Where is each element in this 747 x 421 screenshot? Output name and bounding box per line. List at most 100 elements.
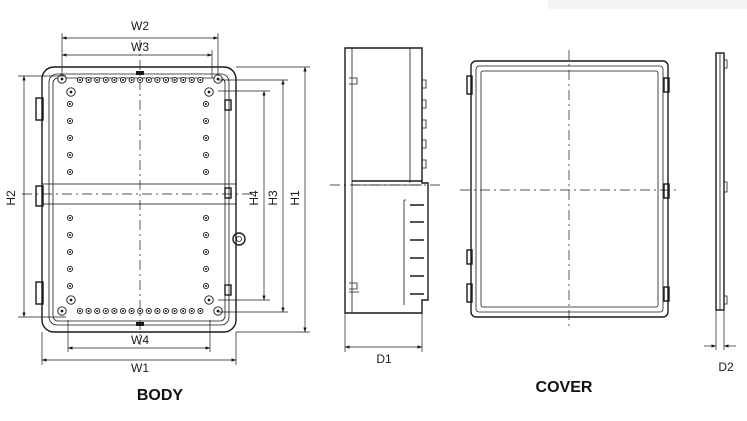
top-row-hole-center — [190, 79, 193, 81]
body-flange-outline — [52, 77, 226, 322]
top-row-hole-center — [165, 79, 167, 81]
body-right-hinge-top — [224, 99, 232, 111]
dim-label-d2: D2 — [718, 360, 734, 374]
right-col-hole-center — [205, 154, 207, 156]
body-view: W2 W3 W4 W1 H2 H4 H3 H1 BODY — [4, 19, 310, 404]
side-view: D1 — [330, 47, 440, 366]
body-left-latch-mid — [35, 185, 44, 207]
bottom-row-hole-center — [79, 310, 81, 312]
dim-label-w3: W3 — [131, 40, 149, 54]
top-row-hole-center — [130, 79, 133, 81]
cover-right-tab-bottom — [663, 286, 670, 302]
body-inner-outline — [48, 73, 230, 326]
cover-side-view: D2 — [704, 52, 736, 374]
side-view-upper-notches — [422, 79, 427, 169]
dim-label-h4: H4 — [247, 190, 261, 206]
corner-screw-hole-center — [69, 90, 73, 94]
cover-side-tabs — [724, 59, 728, 305]
left-col-hole-center — [69, 171, 71, 173]
right-col-hole-center — [205, 251, 207, 253]
top-row-hole-center — [79, 79, 81, 81]
top-row-hole-center — [113, 79, 116, 81]
top-row-hole-center — [173, 79, 176, 81]
top-row-hole-center — [156, 79, 159, 81]
side-view-clip-teeth — [410, 204, 424, 295]
dim-label-h3: H3 — [266, 190, 280, 206]
body-bottom-center-tab — [136, 322, 144, 326]
corner-screw-hole-center — [207, 90, 211, 94]
bottom-row-hole-center — [113, 310, 116, 312]
top-row-hole-center — [147, 79, 150, 81]
body-right-hinge-bottom — [224, 284, 232, 296]
cover-view: COVER — [460, 50, 680, 396]
right-col-hole-center — [205, 234, 207, 236]
bottom-row-hole-center — [122, 310, 124, 312]
right-col-hole-center — [205, 103, 207, 105]
bottom-row-hole-center — [130, 310, 133, 312]
cover-left-hinge-top — [466, 75, 473, 95]
body-view-title: BODY — [137, 387, 184, 404]
cover-left-hinge-mid — [466, 249, 473, 265]
right-col-hole-center — [205, 120, 207, 122]
top-row-hole-center — [182, 79, 185, 81]
bottom-row-hole-center — [96, 310, 99, 312]
bottom-row-hole-center — [87, 310, 90, 312]
bottom-row-hole-center — [190, 310, 193, 312]
cover-right-tab-mid — [663, 183, 670, 199]
right-col-hole-center — [205, 268, 207, 270]
bottom-row-hole-center — [139, 310, 142, 312]
corner-screw-hole-center — [69, 298, 73, 302]
corner-screw-hole-center — [60, 77, 64, 81]
right-col-hole-center — [205, 217, 207, 219]
left-col-hole-center — [69, 154, 71, 156]
side-view-clip-rail — [403, 199, 406, 305]
bottom-row-hole-center — [147, 310, 150, 312]
bottom-row-hole-center — [156, 310, 159, 312]
body-mounting-ear-hole — [236, 236, 242, 242]
body-left-latch-top — [35, 97, 44, 121]
bottom-row-hole-center — [104, 310, 107, 312]
top-row-hole-center — [104, 79, 107, 81]
cover-view-title: COVER — [536, 379, 593, 396]
body-mounting-holes — [57, 74, 223, 316]
cover-left-hinge-bottom — [466, 283, 473, 303]
left-col-hole-center — [69, 137, 71, 139]
side-view-hinges — [349, 77, 359, 293]
top-row-hole-center — [122, 79, 124, 81]
dim-label-w1: W1 — [131, 361, 149, 375]
cover-inner-outline — [475, 65, 664, 313]
top-row-hole-center — [96, 79, 99, 81]
cover-outer-outline — [470, 60, 669, 318]
top-right-bar — [548, 0, 747, 9]
body-left-latch-bottom — [35, 281, 44, 305]
body-top-center-tab — [136, 71, 144, 75]
bottom-row-hole-center — [165, 310, 167, 312]
left-col-hole-center — [69, 251, 71, 253]
dim-label-h2: H2 — [4, 190, 18, 206]
corner-screw-hole-center — [207, 298, 211, 302]
left-col-hole-center — [69, 120, 71, 122]
right-col-hole-center — [205, 137, 207, 139]
bottom-row-hole-center — [173, 310, 176, 312]
left-col-hole-center — [69, 234, 71, 236]
bottom-row-hole-center — [182, 310, 185, 312]
left-col-hole-center — [69, 285, 71, 287]
body-right-hinge-mid — [224, 187, 232, 199]
cover-window-outline — [480, 70, 659, 308]
dim-label-w2: W2 — [131, 19, 149, 33]
dim-label-w4: W4 — [131, 333, 149, 347]
bottom-row-hole-center — [199, 310, 202, 312]
right-col-hole-center — [205, 285, 207, 287]
right-col-hole-center — [205, 171, 207, 173]
left-col-hole-center — [69, 268, 71, 270]
body-mounting-ear — [232, 232, 246, 246]
left-col-hole-center — [69, 103, 71, 105]
side-view-outline — [344, 47, 429, 314]
top-row-hole-center — [139, 79, 142, 81]
corner-screw-hole-center — [60, 309, 64, 313]
dim-label-d1: D1 — [376, 352, 392, 366]
top-row-hole-center — [87, 79, 90, 81]
dim-label-h1: H1 — [288, 190, 302, 206]
